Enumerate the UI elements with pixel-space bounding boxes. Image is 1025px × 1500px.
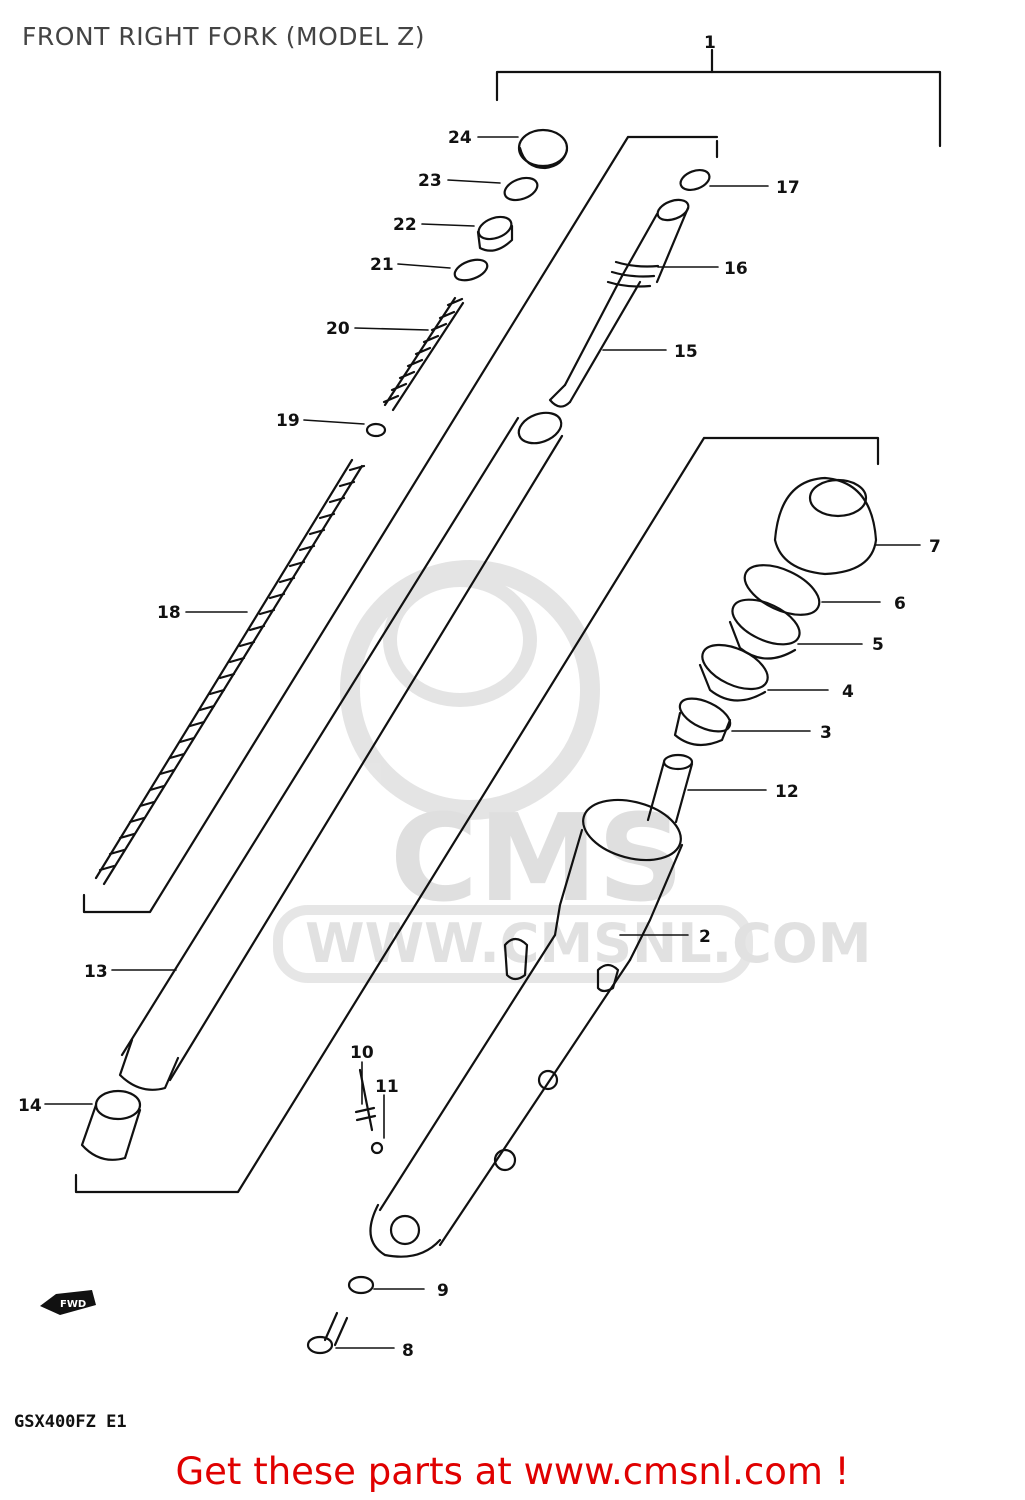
part-3-guide-bushing — [673, 697, 732, 747]
assembly-bracket-1 — [495, 70, 942, 148]
part-13-inner-tube — [118, 411, 564, 1091]
callout-24: 24 — [448, 128, 472, 148]
callout-14: 14 — [18, 1096, 42, 1116]
forward-arrow-icon: FWD — [40, 1290, 96, 1315]
part-5-oil-seal — [728, 598, 801, 660]
callout-20: 20 — [326, 319, 350, 339]
part-6-stopper-ring — [743, 564, 821, 616]
callout-7: 7 — [929, 537, 941, 557]
part-11-washer — [370, 1141, 384, 1155]
part-16-piston-ring — [606, 260, 660, 288]
part-20-spacer-spring — [382, 296, 465, 412]
page-title: FRONT RIGHT FORK (MODEL Z) — [22, 22, 426, 51]
leader-lines — [44, 136, 921, 1349]
part-14-bushing — [80, 1089, 142, 1161]
part-21-oring — [453, 258, 489, 282]
callout-10: 10 — [350, 1043, 374, 1063]
callout-17: 17 — [776, 178, 800, 198]
forward-arrow-label: FWD — [60, 1299, 86, 1310]
callout-labels: 1 2 3 4 5 6 7 8 9 10 11 12 13 14 15 16 1… — [18, 33, 941, 1361]
callout-22: 22 — [393, 215, 417, 235]
callout-9: 9 — [437, 1281, 449, 1301]
part-19-washer — [365, 422, 387, 438]
callout-18: 18 — [157, 603, 181, 623]
outer-tube-bracket — [74, 436, 880, 1194]
part-22-plug — [476, 215, 514, 252]
part-9-gasket — [347, 1275, 375, 1295]
model-code: GSX400FZ E1 — [14, 1412, 127, 1432]
part-18-fork-spring — [94, 458, 366, 886]
callout-1: 1 — [704, 33, 716, 53]
part-17-washer — [679, 169, 711, 191]
cmsnl-watermark: CMS WWW.CMSNL.COM — [273, 560, 871, 983]
part-2-outer-tube — [369, 798, 684, 1258]
part-12-oil-lock-piece — [646, 753, 694, 824]
part-24-cap — [517, 128, 569, 170]
callout-16: 16 — [724, 259, 748, 279]
callout-19: 19 — [276, 411, 300, 431]
part-10-bolt — [354, 1068, 377, 1132]
part-23-circlip — [503, 176, 539, 202]
callout-8: 8 — [402, 1341, 414, 1361]
inner-tube-bracket — [82, 135, 719, 914]
callout-2: 2 — [699, 927, 711, 947]
callout-21: 21 — [370, 255, 394, 275]
callout-15: 15 — [674, 342, 698, 362]
callout-4: 4 — [842, 682, 854, 702]
part-4-retainer — [698, 643, 769, 702]
promo-link[interactable]: Get these parts at www.cmsnl.com ! — [175, 1450, 850, 1493]
callout-5: 5 — [872, 635, 884, 655]
part-8-damper-bolt — [306, 1311, 349, 1355]
callout-13: 13 — [84, 962, 108, 982]
part-7-dust-seal — [773, 476, 878, 576]
callout-3: 3 — [820, 723, 832, 743]
callout-12: 12 — [775, 782, 799, 802]
callout-6: 6 — [894, 594, 906, 614]
callout-11: 11 — [375, 1077, 399, 1097]
watermark-url: WWW.CMSNL.COM — [305, 912, 871, 975]
callout-23: 23 — [418, 171, 442, 191]
